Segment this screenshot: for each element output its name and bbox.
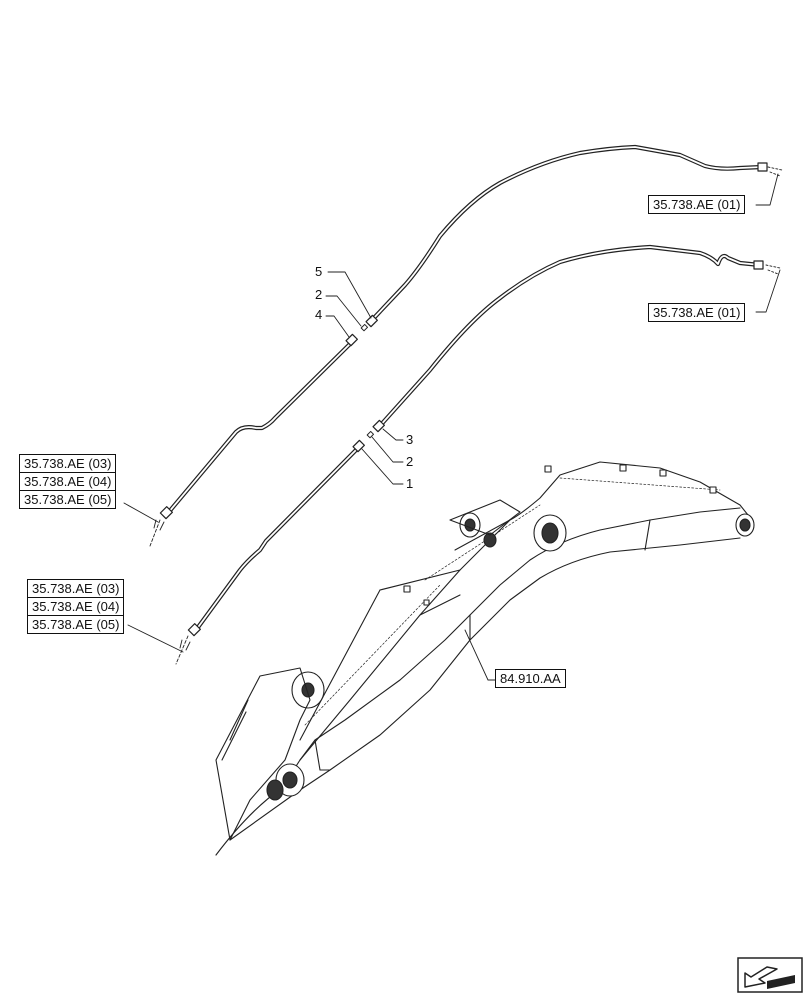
- ref-stack-left-upper: 35.738.AE (03) 35.738.AE (04) 35.738.AE …: [19, 454, 117, 509]
- ref-link-left-lower-04[interactable]: 35.738.AE (04): [28, 598, 124, 616]
- ref-link-top-right-b[interactable]: 35.738.AE (01): [648, 303, 746, 322]
- upper-hydraulic-line: [149, 144, 783, 547]
- ref-stack-left-lower: 35.738.AE (03) 35.738.AE (04) 35.738.AE …: [27, 579, 125, 634]
- ref-link-left-upper-05[interactable]: 35.738.AE (05): [24, 492, 112, 507]
- callout-2-lower: 2: [406, 454, 414, 469]
- ref-link-left-lower-05[interactable]: 35.738.AE (05): [32, 617, 120, 632]
- ref-link-left-lower-03[interactable]: 35.738.AE (03): [28, 580, 124, 598]
- lower-hydraulic-line: [175, 244, 781, 665]
- ref-link-top-right-a[interactable]: 35.738.AE (01): [648, 195, 746, 214]
- ref-link-left-upper-03[interactable]: 35.738.AE (03): [20, 455, 116, 473]
- callout-5: 5: [315, 264, 323, 279]
- next-page-arrow-icon[interactable]: [737, 957, 803, 993]
- excavator-boom: [215, 461, 755, 856]
- callout-3: 3: [406, 432, 414, 447]
- ref-link-left-upper-04[interactable]: 35.738.AE (04): [20, 473, 116, 491]
- callout-leaders: [123, 173, 781, 681]
- callout-4: 4: [315, 307, 323, 322]
- callout-2-upper: 2: [315, 287, 323, 302]
- ref-link-boom[interactable]: 84.910.AA: [495, 669, 566, 688]
- callout-1: 1: [406, 476, 414, 491]
